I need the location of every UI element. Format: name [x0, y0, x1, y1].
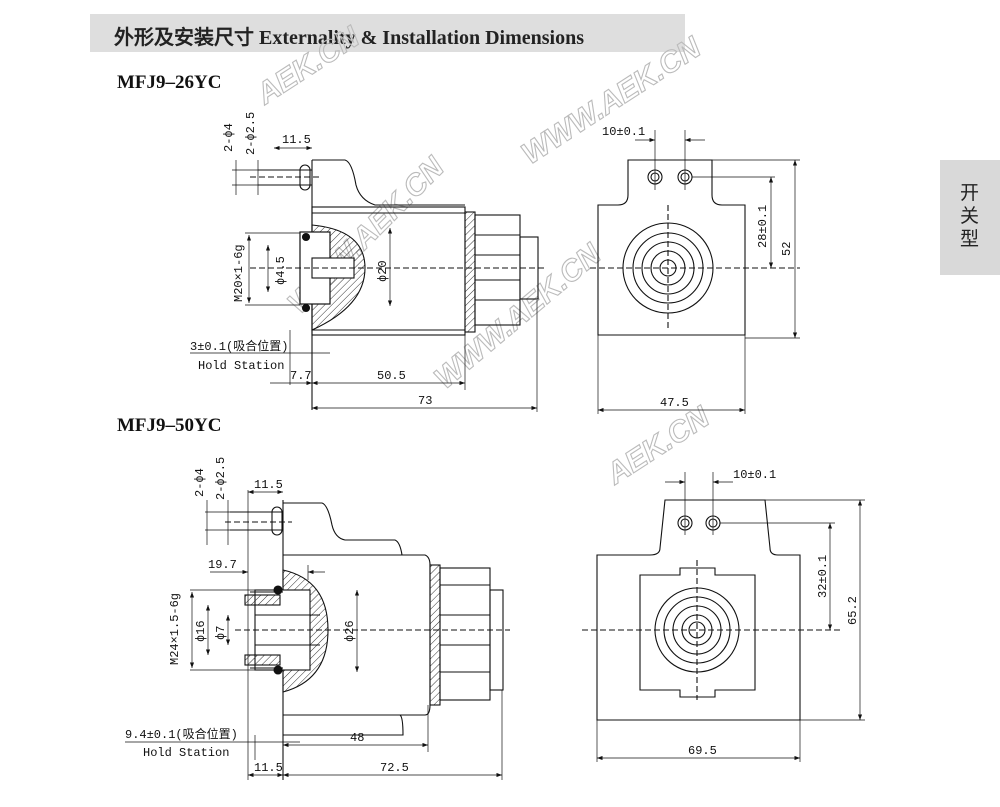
dim-label: 32±0.1 [816, 555, 830, 598]
dim-label: M20×1-6g [232, 244, 246, 302]
dim-label: 69.5 [688, 744, 717, 758]
dim-label: 11.5 [254, 478, 283, 492]
dim-label: 28±0.1 [756, 205, 770, 248]
dim-label: ϕ4.5 [274, 256, 288, 285]
front-view-1 [590, 130, 800, 414]
dim-label: ϕ26 [343, 620, 357, 642]
dim-label: ϕ20 [376, 260, 390, 282]
dim-label: 9.4±0.1(吸合位置) [125, 726, 238, 742]
dim-label: 47.5 [660, 396, 689, 410]
side-view-1 [190, 145, 545, 412]
category-label: 开关型 [960, 182, 980, 250]
dim-label: Hold Station [198, 359, 284, 373]
dim-label: 3±0.1(吸合位置) [190, 338, 288, 354]
category-tab: 开关型 [940, 160, 1000, 275]
dim-label: 65.2 [846, 596, 860, 625]
model-title-1: MFJ9–26YC [117, 72, 222, 93]
dim-label: 72.5 [380, 761, 409, 775]
dim-label: 2-ϕ4 [193, 468, 207, 497]
dim-label: 50.5 [377, 369, 406, 383]
dim-label: 7.7 [290, 369, 312, 383]
dimension-labels-2: 2-ϕ4 2-ϕ2.5 11.5 19.7 M24×1.5-6g ϕ16 ϕ7 … [125, 457, 860, 775]
model-title-2: MFJ9–50YC [117, 415, 222, 436]
dim-label: 19.7 [208, 558, 237, 572]
dim-label: 2-ϕ4 [222, 123, 236, 152]
watermark: AEK.CN [600, 400, 716, 492]
dim-label: 11.5 [254, 761, 283, 775]
section-title: 外形及安装尺寸 Externality & Installation Dimen… [114, 27, 585, 49]
watermark: AEK.CN [250, 20, 366, 112]
watermark: WWW.AEK.CN [516, 30, 708, 171]
dim-label: 2-ϕ2.5 [214, 457, 228, 500]
dim-label: ϕ16 [194, 620, 208, 642]
dim-label: Hold Station [143, 746, 229, 760]
dim-label: ϕ7 [214, 626, 228, 640]
dim-label: M24×1.5-6g [168, 593, 182, 665]
dim-label: 48 [350, 731, 364, 745]
dim-label: 10±0.1 [733, 468, 776, 482]
dim-label: 52 [780, 242, 794, 256]
dim-label: 11.5 [282, 133, 311, 147]
dim-label: 2-ϕ2.5 [244, 112, 258, 155]
dim-label: 73 [418, 394, 432, 408]
dimension-labels-1: 2-ϕ4 2-ϕ2.5 11.5 M20×1-6g ϕ4.5 ϕ20 3±0.1… [190, 112, 794, 410]
dim-label: 10±0.1 [602, 125, 645, 139]
watermark: WWW.AEK.CN [428, 237, 608, 396]
side-view-2 [125, 489, 510, 780]
front-view-2 [582, 472, 865, 762]
section-header: 外形及安装尺寸 Externality & Installation Dimen… [90, 14, 685, 52]
